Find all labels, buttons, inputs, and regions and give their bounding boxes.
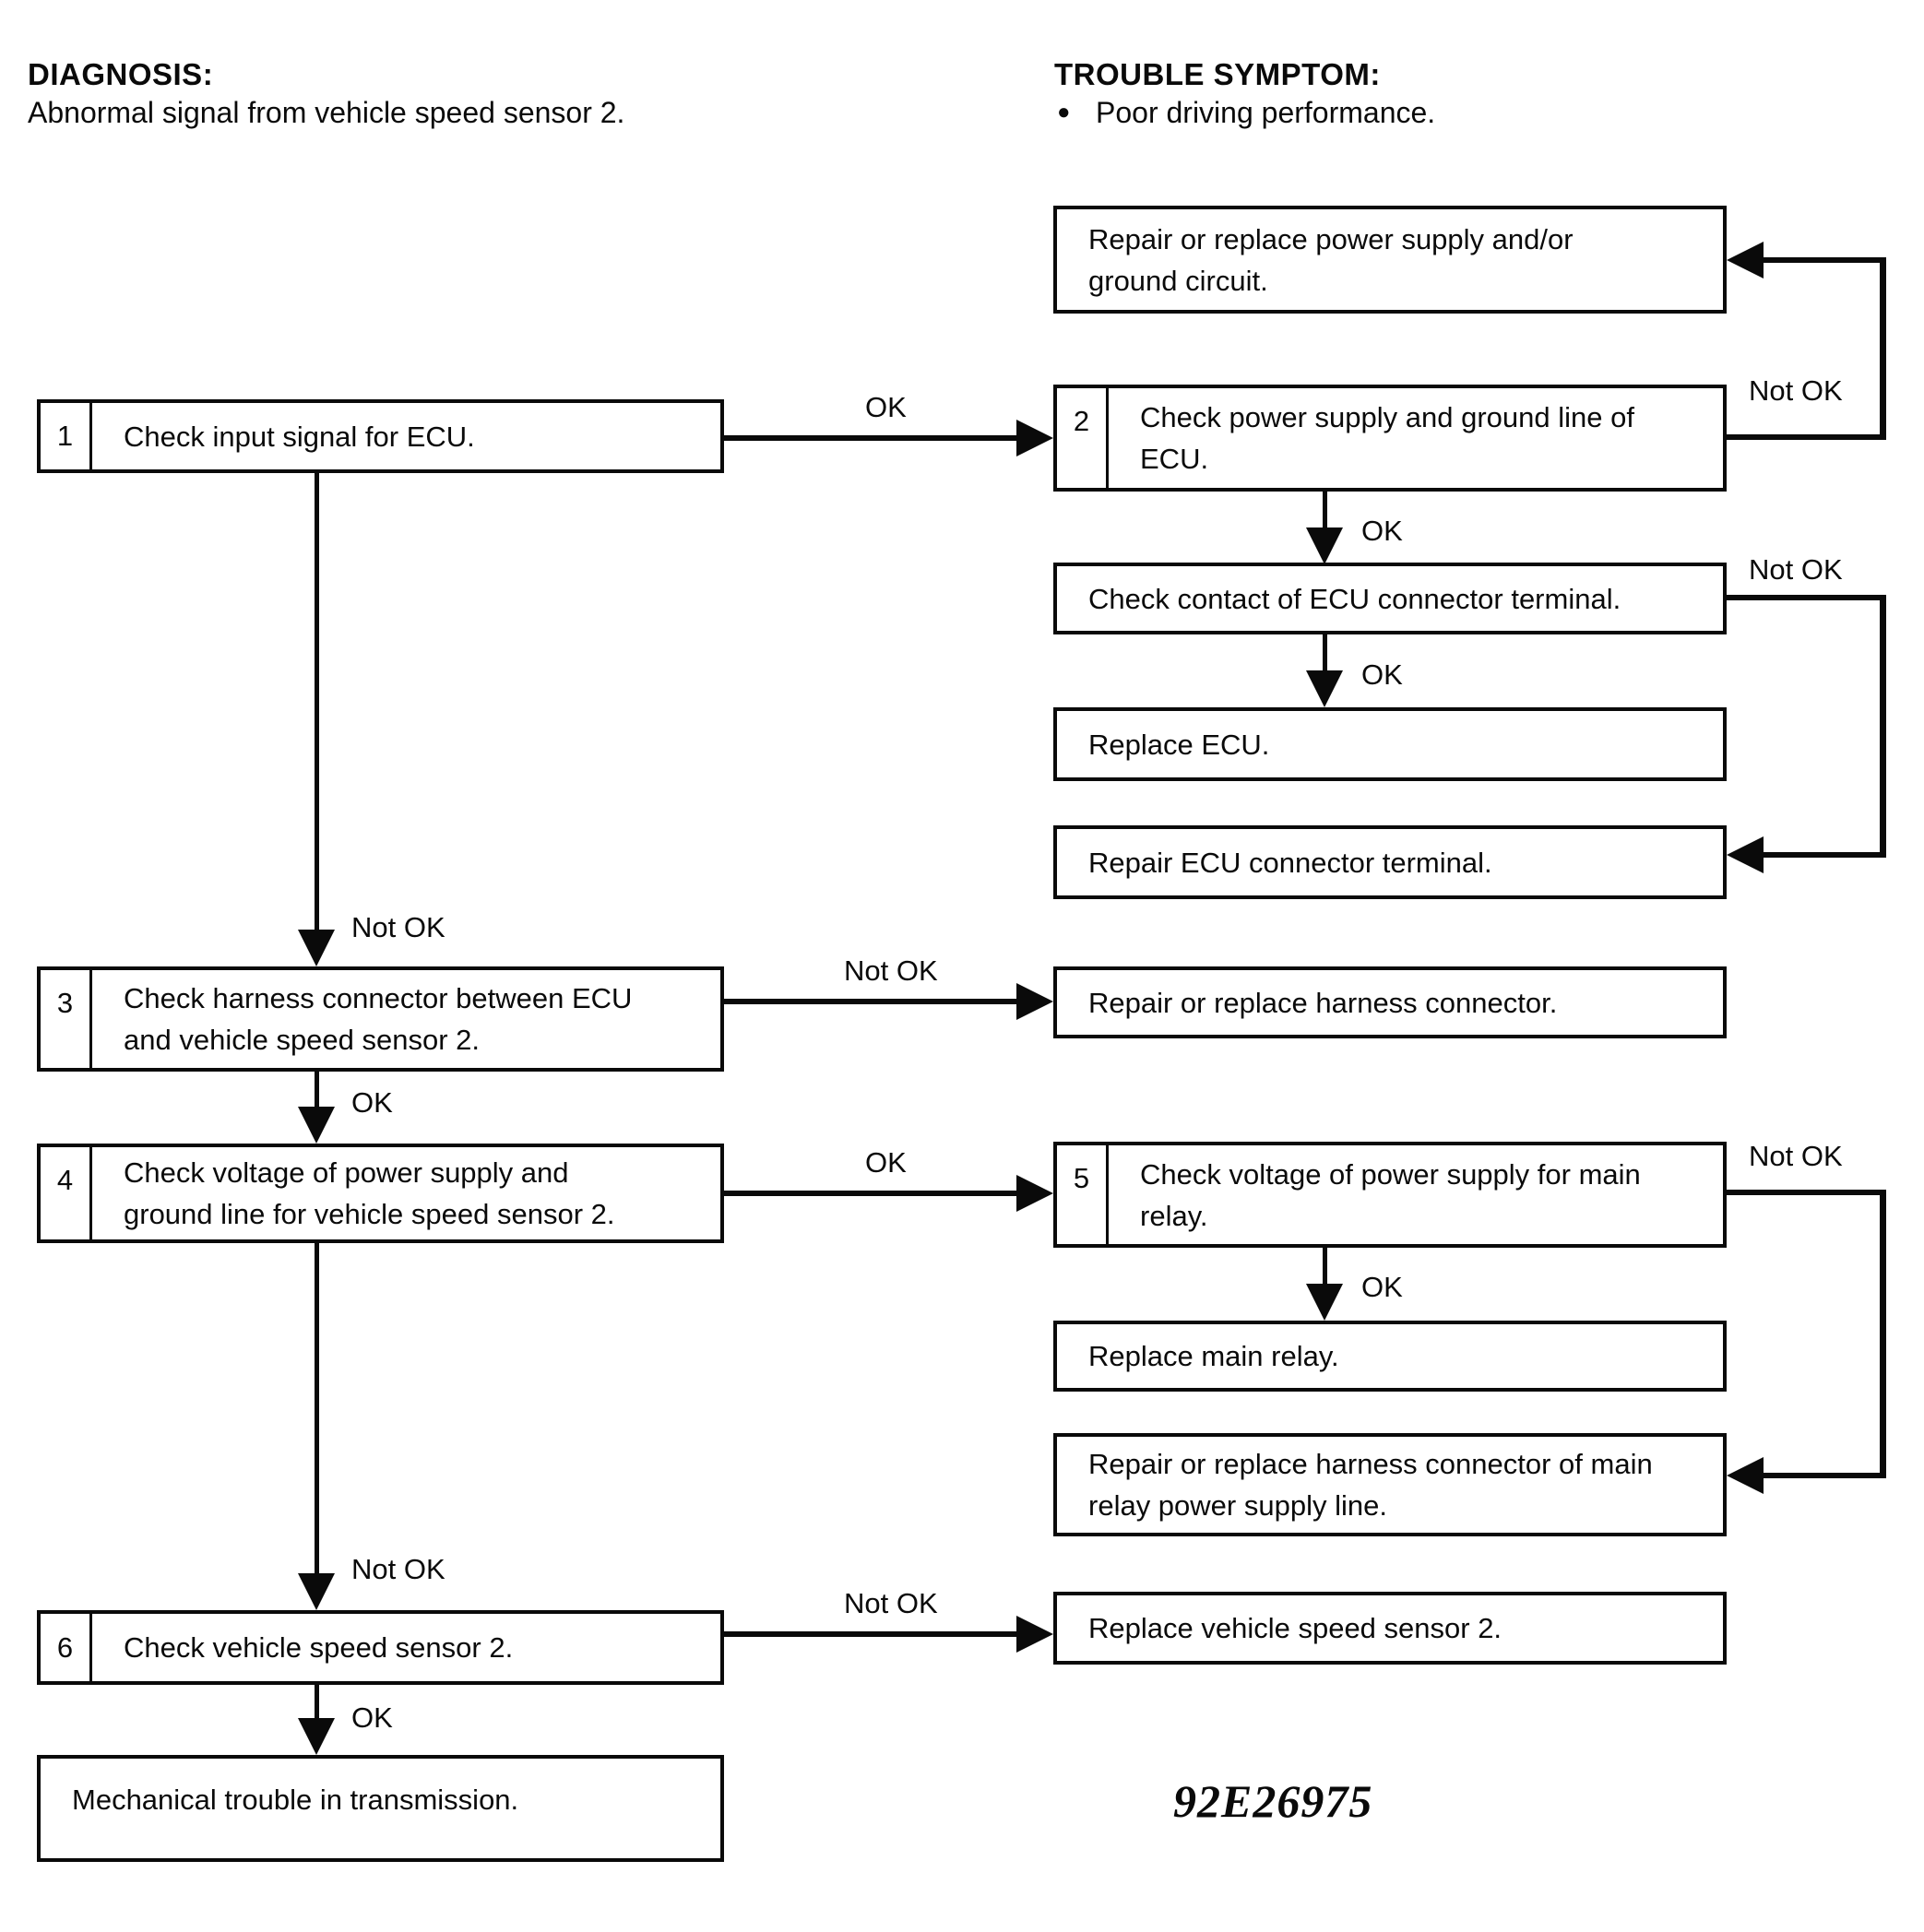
flow-box-step5: 5 Check voltage of power supply for main… [1053, 1142, 1727, 1248]
connector-line [1727, 595, 1886, 600]
replace-ecu-text: Replace ECU. [1088, 728, 1270, 761]
arrowhead-left [1727, 1457, 1764, 1494]
flow-box-step4: 4 Check voltage of power supply and grou… [37, 1144, 724, 1243]
step1-text: Check input signal for ECU. [124, 420, 475, 453]
edge-label-not-ok: Not OK [1749, 553, 1843, 586]
figure-code: 92E26975 [1173, 1775, 1373, 1827]
arrowhead-down [1306, 527, 1343, 564]
arrowhead-right [1016, 1175, 1053, 1212]
flow-box-step1: 1 Check input signal for ECU. [37, 399, 724, 473]
step2-number: 2 [1057, 388, 1109, 488]
flow-box-replace-ecu: Replace ECU. [1053, 707, 1727, 781]
arrowhead-left [1727, 242, 1764, 279]
arrowhead-down [1306, 1284, 1343, 1321]
connector-line [1760, 257, 1886, 263]
diagnosis-text: Abnormal signal from vehicle speed senso… [28, 96, 625, 129]
arrowhead-down [298, 930, 335, 966]
edge-label-not-ok: Not OK [844, 954, 938, 987]
repair-relay-harness-text: Repair or replace harness connector of m… [1088, 1448, 1653, 1522]
arrowhead-right [1016, 1616, 1053, 1653]
connector-line [1727, 434, 1886, 440]
connector-line [724, 1191, 1018, 1196]
step5-number: 5 [1057, 1145, 1109, 1244]
repair-harness-text: Repair or replace harness connector. [1088, 986, 1558, 1019]
step6-number: 6 [41, 1614, 92, 1681]
connector-line [1323, 634, 1327, 674]
edge-label-ok: OK [865, 391, 907, 423]
edge-label-ok: OK [1361, 658, 1403, 691]
connector-line [1323, 492, 1327, 531]
edge-label-not-ok: Not OK [1749, 374, 1843, 407]
connector-line [724, 435, 1018, 441]
flow-box-repair-power-supply: Repair or replace power supply and/or gr… [1053, 206, 1727, 314]
connector-line [315, 1685, 319, 1722]
edge-label-ok: OK [865, 1146, 907, 1179]
arrowhead-down [298, 1573, 335, 1610]
arrowhead-right [1016, 983, 1053, 1020]
edge-label-not-ok: Not OK [351, 911, 445, 943]
edge-label-ok: OK [1361, 1271, 1403, 1303]
connector-line [315, 1072, 319, 1110]
step1-number: 1 [41, 403, 92, 469]
connector-line [1880, 257, 1886, 440]
connector-line [315, 473, 319, 933]
connector-line [1323, 1248, 1327, 1287]
connector-line [1880, 595, 1886, 858]
connector-line [1727, 1190, 1886, 1195]
trouble-symptom-heading: TROUBLE SYMPTOM: [1054, 57, 1381, 91]
step6-text: Check vehicle speed sensor 2. [124, 1631, 514, 1664]
bullet-icon: ● [1057, 100, 1071, 124]
step3-number: 3 [41, 970, 92, 1068]
repair-ecu-terminal-text: Repair ECU connector terminal. [1088, 846, 1492, 879]
connector-line [1880, 1190, 1886, 1478]
arrowhead-right [1016, 420, 1053, 456]
flow-box-repair-ecu-terminal: Repair ECU connector terminal. [1053, 825, 1727, 899]
diagnosis-heading: DIAGNOSIS: [28, 57, 214, 91]
flow-box-mechanical-trouble: Mechanical trouble in transmission. [37, 1755, 724, 1862]
step5-text: Check voltage of power supply for main r… [1140, 1157, 1641, 1232]
repair-power-supply-text: Repair or replace power supply and/or gr… [1088, 222, 1574, 297]
flow-box-repair-relay-harness: Repair or replace harness connector of m… [1053, 1433, 1727, 1536]
edge-label-ok: OK [1361, 515, 1403, 547]
step3-text: Check harness connector between ECU and … [124, 982, 633, 1056]
arrowhead-down [1306, 670, 1343, 707]
edge-label-ok: OK [351, 1086, 393, 1119]
flow-box-replace-main-relay: Replace main relay. [1053, 1321, 1727, 1392]
arrowhead-left [1727, 836, 1764, 873]
connector-line [315, 1243, 319, 1577]
connector-line [1760, 852, 1886, 858]
flow-box-repair-harness: Repair or replace harness connector. [1053, 966, 1727, 1038]
edge-label-not-ok: Not OK [351, 1553, 445, 1585]
edge-label-not-ok: Not OK [1749, 1140, 1843, 1172]
flow-box-check-contact: Check contact of ECU connector terminal. [1053, 563, 1727, 634]
connector-line [724, 1631, 1018, 1637]
check-contact-text: Check contact of ECU connector terminal. [1088, 582, 1621, 615]
flow-box-step2: 2 Check power supply and ground line of … [1053, 385, 1727, 492]
flow-box-replace-speed-sensor: Replace vehicle speed sensor 2. [1053, 1592, 1727, 1665]
arrowhead-down [298, 1718, 335, 1755]
connector-line [724, 999, 1018, 1004]
replace-main-relay-text: Replace main relay. [1088, 1340, 1339, 1372]
replace-speed-sensor-text: Replace vehicle speed sensor 2. [1088, 1612, 1502, 1644]
edge-label-not-ok: Not OK [844, 1587, 938, 1619]
step4-text: Check voltage of power supply and ground… [124, 1156, 615, 1230]
step4-number: 4 [41, 1147, 92, 1239]
flow-box-step3: 3 Check harness connector between ECU an… [37, 966, 724, 1072]
connector-line [1760, 1473, 1886, 1478]
mechanical-trouble-text: Mechanical trouble in transmission. [72, 1784, 519, 1816]
trouble-symptom-text: Poor driving performance. [1096, 96, 1436, 129]
flow-box-step6: 6 Check vehicle speed sensor 2. [37, 1610, 724, 1685]
step2-text: Check power supply and ground line of EC… [1140, 401, 1634, 475]
arrowhead-down [298, 1107, 335, 1144]
edge-label-ok: OK [351, 1701, 393, 1734]
